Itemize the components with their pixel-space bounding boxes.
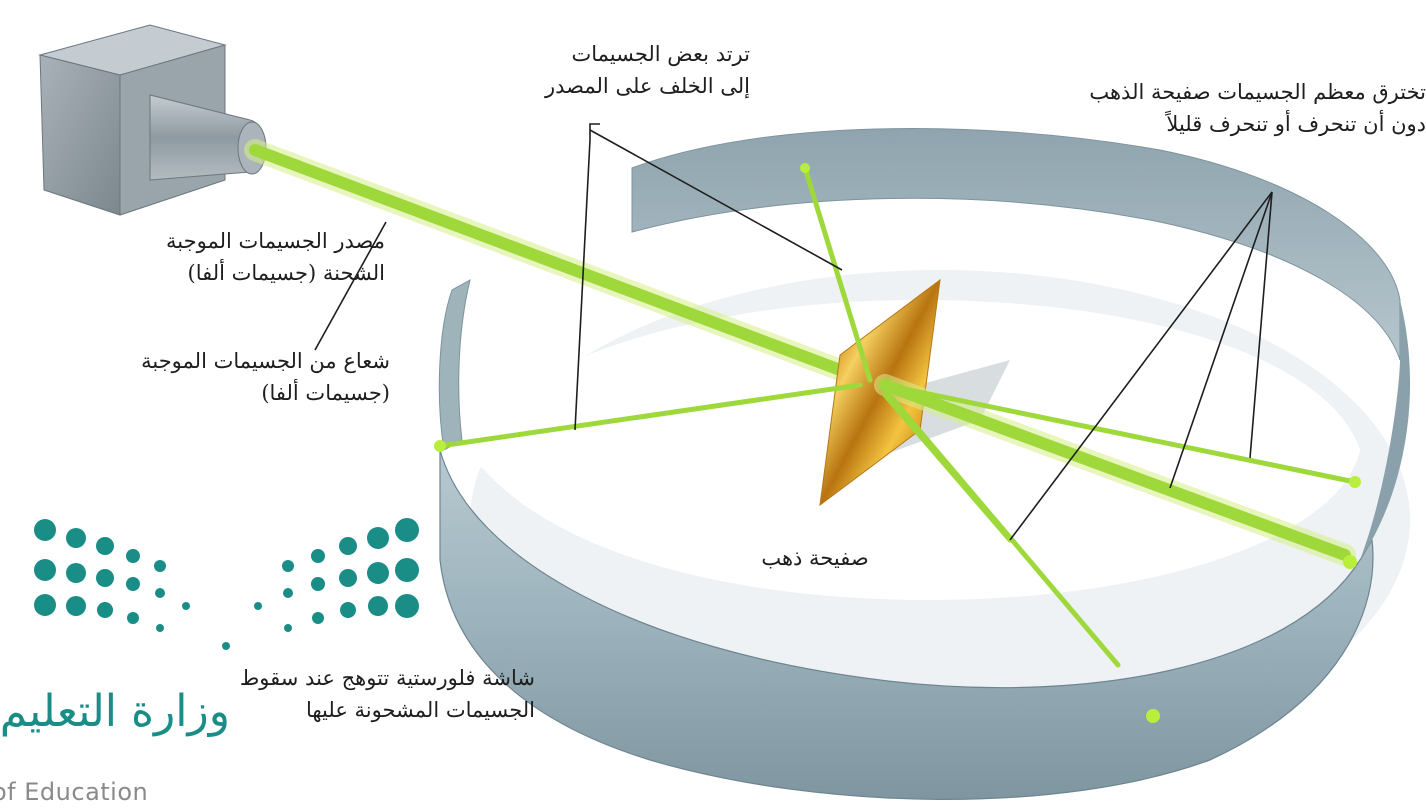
- label-pass-through-line2: دون أن تنحرف أو تنحرف قليلاً: [1166, 112, 1426, 136]
- label-bounce-back-line2: إلى الخلف على المصدر: [545, 74, 750, 98]
- label-bounce-back-line1: ترتد بعض الجسيمات: [571, 42, 750, 66]
- logo-english-text: of Education: [0, 778, 149, 806]
- logo-dots: [34, 518, 419, 650]
- label-pass-through: تخترق معظم الجسيمات صفيحة الذهب دون أن ت…: [1080, 76, 1426, 140]
- leader-pass-3: [1249, 191, 1273, 459]
- label-source: مصدر الجسيمات الموجبة الشحنة (جسيمات ألف…: [166, 225, 385, 289]
- impact-spots: [434, 163, 1361, 723]
- label-screen-line1: شاشة فلورستية تتوهج عند سقوط: [239, 666, 535, 690]
- label-screen-line2: الجسيمات المشحونة عليها: [305, 698, 535, 722]
- logo-arabic-text: وزارة التعليم: [0, 686, 230, 737]
- leader-source: [314, 221, 387, 351]
- leader-bounce-2: [589, 129, 843, 271]
- leader-pass-1: [1009, 191, 1273, 541]
- ray-under: [882, 392, 1013, 543]
- alpha-beam: [244, 139, 891, 396]
- deflected-rays: [437, 165, 1358, 668]
- label-beam-line2: (جسيمات ألفا): [261, 381, 390, 405]
- ray-back-up: [802, 165, 873, 383]
- ray-back-left: [437, 382, 863, 449]
- impact-spot: [1349, 476, 1361, 488]
- label-pass-through-line1: تخترق معظم الجسيمات صفيحة الذهب: [1089, 80, 1426, 104]
- impact-spot: [800, 163, 810, 173]
- leader-pass-2: [1169, 191, 1273, 489]
- screen-front-wall: [439, 449, 1374, 800]
- screen-right-wall: [1360, 300, 1411, 560]
- impact-spot: [434, 440, 446, 452]
- screen-left-wall: [438, 279, 471, 451]
- ray-slight-right: [882, 382, 1358, 485]
- label-screen: شاشة فلورستية تتوهج عند سقوط الجسيمات ال…: [185, 662, 535, 726]
- label-beam: شعاع من الجسيمات الموجبة (جسيمات ألفا): [110, 345, 390, 409]
- alpha-source: [38, 24, 267, 216]
- leader-bounce: [574, 123, 600, 431]
- label-bounce-back: ترتد بعض الجسيمات إلى الخلف على المصدر: [545, 38, 750, 102]
- impact-spot: [1343, 555, 1357, 569]
- impact-spot: [1146, 709, 1160, 723]
- label-beam-line1: شعاع من الجسيمات الموجبة: [141, 349, 390, 373]
- label-gold-foil: صفيحة ذهب: [761, 546, 869, 570]
- transmitted-beam: [874, 374, 1356, 566]
- label-source-line1: مصدر الجسيمات الموجبة: [166, 229, 385, 253]
- leader-lines: [314, 123, 1273, 541]
- label-source-line2: الشحنة (جسيمات ألفا): [187, 261, 385, 285]
- screen-interior: [462, 300, 1360, 600]
